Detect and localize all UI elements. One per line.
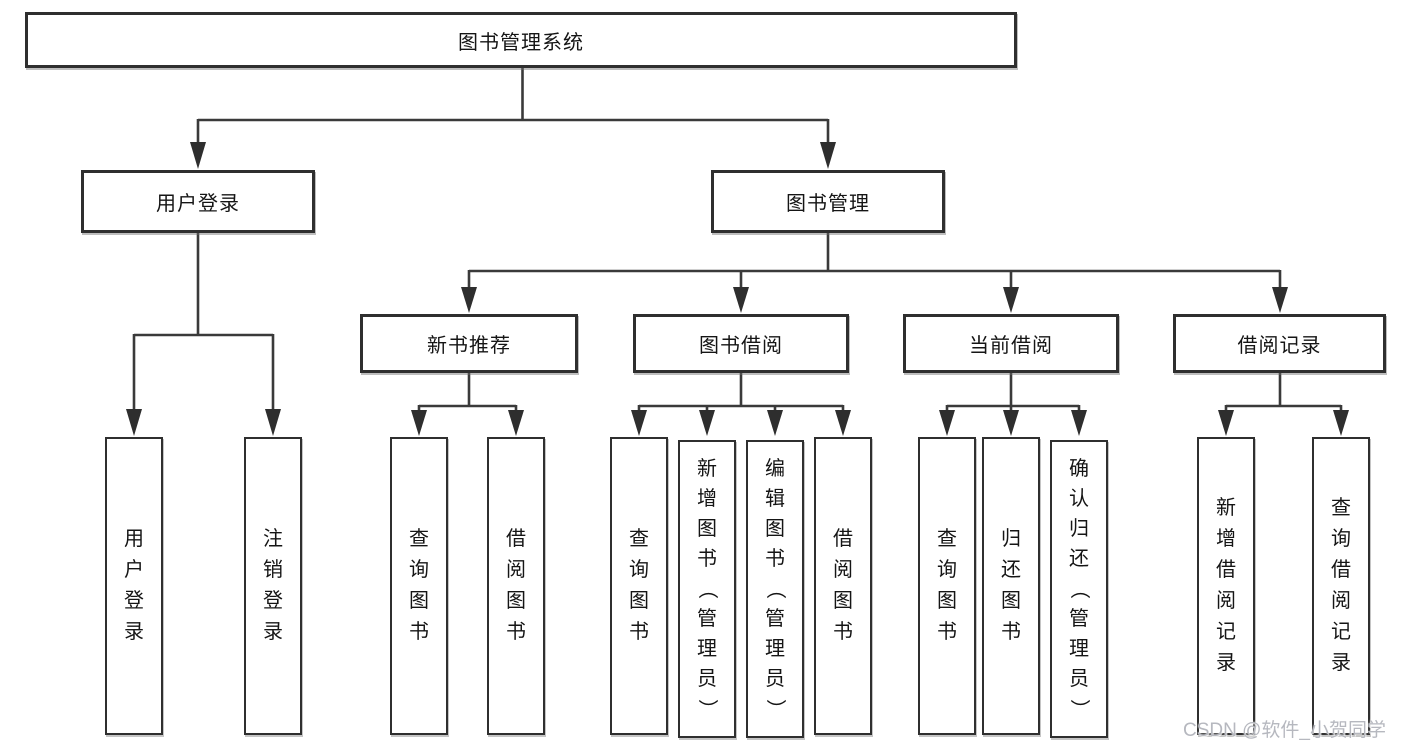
node-user-login: 用户登录 xyxy=(81,170,315,233)
leaf-borrow-books: 借阅图书 xyxy=(814,437,872,735)
leaf-borrow-books-recommend-label: 借阅图书 xyxy=(506,528,526,643)
node-new-book-recommend-label: 新书推荐 xyxy=(427,335,511,357)
node-current-borrow-label: 当前借阅 xyxy=(969,335,1053,357)
leaf-query-books-borrow: 查询图书 xyxy=(610,437,668,735)
node-book-management-label: 图书管理 xyxy=(786,193,870,215)
node-book-borrow-label: 图书借阅 xyxy=(699,335,783,357)
node-borrow-records-label: 借阅记录 xyxy=(1237,335,1322,357)
leaf-query-books-recommend-label: 查询图书 xyxy=(409,528,429,643)
node-book-management: 图书管理 xyxy=(711,170,945,233)
node-book-borrow: 图书借阅 xyxy=(633,314,849,373)
leaf-query-books-borrow-label: 查询图书 xyxy=(629,528,649,643)
leaf-return-books: 归还图书 xyxy=(982,437,1040,735)
leaf-add-borrow-record-label: 新增借阅记录 xyxy=(1216,497,1236,674)
leaf-borrow-books-recommend: 借阅图书 xyxy=(487,437,545,735)
leaf-borrow-books-label: 借阅图书 xyxy=(833,528,853,643)
node-user-login-label: 用户登录 xyxy=(156,193,240,215)
leaf-logout-label: 注销登录 xyxy=(263,528,283,643)
leaf-query-borrow-record: 查询借阅记录 xyxy=(1312,437,1370,735)
leaf-add-books-admin-label: 新增图书（管理员） xyxy=(696,458,718,719)
leaf-return-books-label: 归还图书 xyxy=(1001,528,1021,643)
node-root-label: 图书管理系统 xyxy=(458,31,584,54)
node-new-book-recommend: 新书推荐 xyxy=(360,314,578,373)
node-root: 图书管理系统 xyxy=(25,12,1017,68)
leaf-query-borrow-record-label: 查询借阅记录 xyxy=(1331,497,1351,674)
leaf-user-login: 用户登录 xyxy=(105,437,163,735)
leaf-add-books-admin: 新增图书（管理员） xyxy=(678,440,736,738)
leaf-user-login-label: 用户登录 xyxy=(124,528,144,643)
leaf-edit-books-admin: 编辑图书（管理员） xyxy=(746,440,804,738)
node-current-borrow: 当前借阅 xyxy=(903,314,1119,373)
leaf-confirm-return-admin-label: 确认归还（管理员） xyxy=(1068,458,1090,719)
leaf-query-books-current-label: 查询图书 xyxy=(937,528,957,643)
leaf-add-borrow-record: 新增借阅记录 xyxy=(1197,437,1255,735)
leaf-query-books-recommend: 查询图书 xyxy=(390,437,448,735)
leaf-confirm-return-admin: 确认归还（管理员） xyxy=(1050,440,1108,738)
csdn-watermark: CSDN @软件_小贺同学 xyxy=(1183,720,1386,741)
leaf-edit-books-admin-label: 编辑图书（管理员） xyxy=(764,458,786,719)
leaf-logout: 注销登录 xyxy=(244,437,302,735)
node-borrow-records: 借阅记录 xyxy=(1173,314,1386,373)
leaf-query-books-current: 查询图书 xyxy=(918,437,976,735)
